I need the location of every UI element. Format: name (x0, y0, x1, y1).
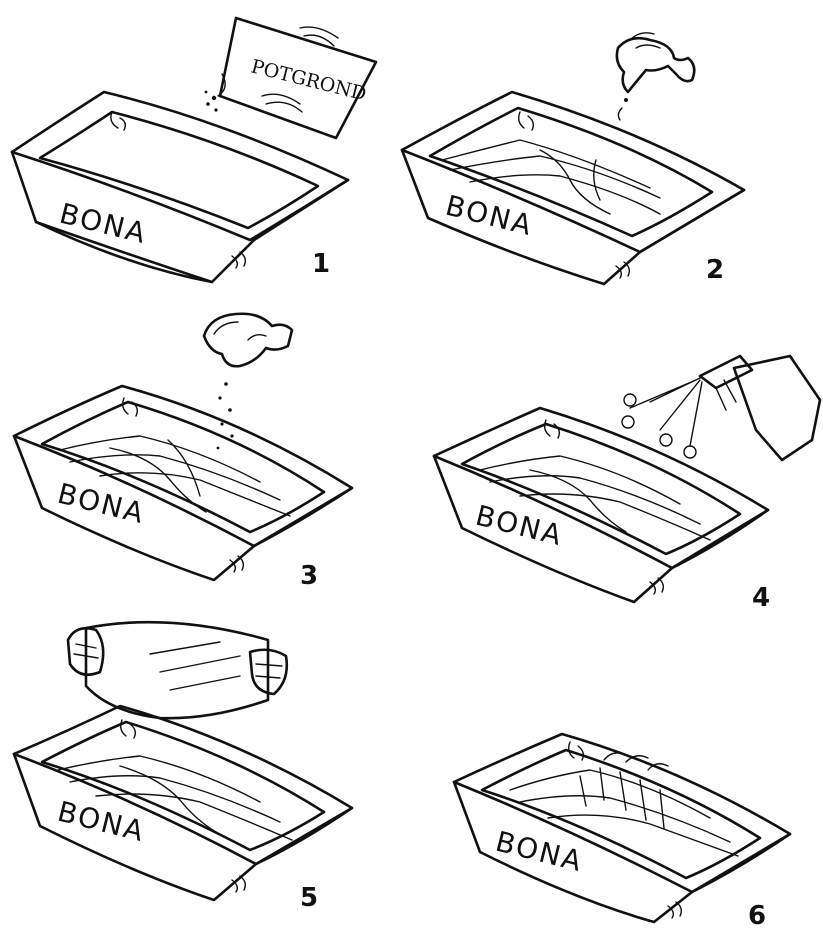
tray-1 (12, 92, 348, 282)
plastic-sheet (68, 622, 287, 718)
brand-label-3: BONA (54, 477, 148, 531)
panel-5: BONA 5 (14, 622, 352, 913)
panel-1: BONA 1 POTGROND (12, 18, 376, 282)
soil-bag: POTGROND (205, 18, 376, 138)
panel-3: BONA 3 (14, 314, 352, 591)
step-number-5: 5 (300, 883, 318, 913)
panel-4: BONA 4 (434, 356, 820, 613)
tray-2 (402, 92, 744, 284)
step-number-3: 3 (300, 561, 318, 591)
panel-2: BONA 2 (402, 33, 744, 285)
pressing-hand (617, 33, 694, 120)
step-number-2: 2 (706, 255, 724, 285)
brand-label-2: BONA (442, 189, 536, 243)
bag-label: POTGROND (249, 56, 369, 106)
step-number-4: 4 (752, 583, 770, 613)
spray-bottle (622, 356, 820, 460)
step-number-1: 1 (312, 249, 330, 279)
brand-label-1: BONA (56, 197, 150, 251)
sowing-hand (204, 314, 292, 450)
step-number-6: 6 (748, 901, 766, 928)
panel-6: BONA 6 (454, 734, 790, 928)
